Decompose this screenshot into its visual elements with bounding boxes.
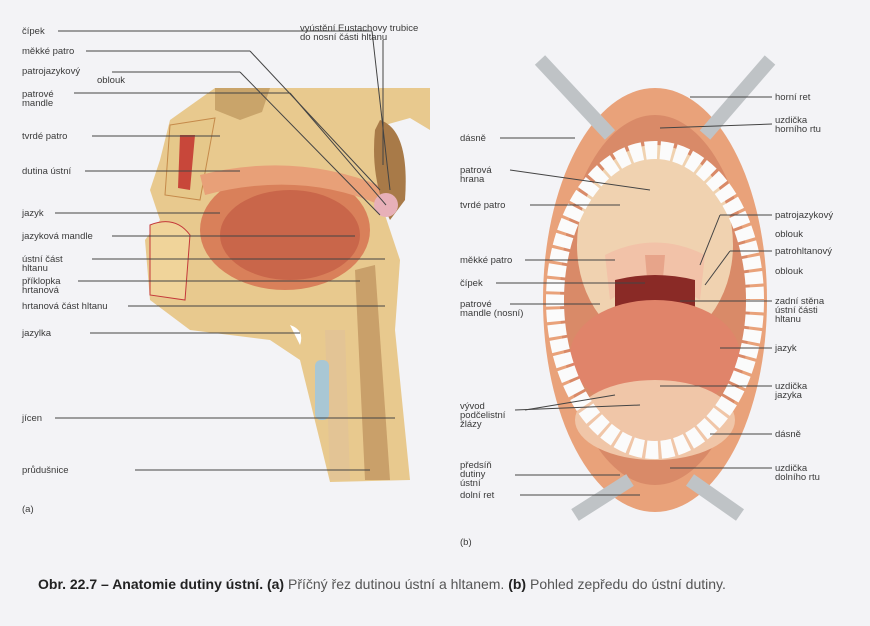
label-mekke-patro: měkké patro — [22, 46, 75, 57]
label-jazyk-b: jazyk — [775, 343, 797, 354]
panel-b-leader-lines — [496, 96, 773, 496]
label-cipek-b: čípek — [460, 278, 483, 289]
figure-caption: Obr. 22.7 – Anatomie dutiny ústní. (a) P… — [38, 574, 726, 595]
label-horni-ret: horní ret — [775, 92, 811, 103]
label-patrojazykovy: patrojazykový — [22, 66, 81, 77]
label-vyvod-podcelistni-zlazy: vývod podčelistní žlázy — [460, 401, 506, 430]
label-oblouk: oblouk — [97, 75, 125, 86]
label-dolni-ret: dolní ret — [460, 490, 495, 501]
label-uzdicka-horniho-rtu: uzdička horního rtu — [775, 115, 821, 135]
label-jazylka: jazylka — [22, 328, 52, 339]
label-prudusnice: průdušnice — [22, 465, 69, 476]
label-jazykova-mandle: jazyková mandle — [22, 231, 93, 242]
label-priklopka-hrtanova: příklopka hrtanová — [22, 276, 61, 296]
label-mekke-patro-b: měkké patro — [460, 255, 513, 266]
label-patrove-mandle: patrové mandle — [22, 89, 54, 109]
caption-text-a: Příčný řez dutinou ústní a hltanem. — [284, 576, 505, 592]
panel-b-id: (b) — [460, 537, 472, 548]
label-zadni-stena: zadní stěna ústní části hltanu — [775, 296, 825, 325]
label-patrojazykovy-b: patrojazykový — [775, 210, 834, 221]
label-patrohltanovy: patrohltanový — [775, 246, 833, 257]
label-patrova-hrana: patrová hrana — [460, 165, 492, 185]
label-cipek: čípek — [22, 26, 45, 37]
label-predsin-dutiny-ustni: předsíň dutiny ústní — [460, 460, 492, 489]
label-hrtanova-cast-hltanu: hrtanová část hltanu — [22, 301, 108, 312]
open-mouth-illustration — [534, 55, 776, 521]
label-dasne-right: dásně — [775, 429, 801, 440]
panel-a-id: (a) — [22, 504, 34, 515]
caption-text-b: Pohled zepředu do ústní dutiny. — [526, 576, 726, 592]
label-oblouk-b1: oblouk — [775, 229, 803, 240]
label-uzdicka-dolniho-rtu: uzdička dolního rtu — [775, 463, 820, 483]
label-tvrde-patro-b: tvrdé patro — [460, 200, 506, 211]
label-ustni-cast-hltanu: ústní část hltanu — [22, 254, 63, 274]
label-eustachova-trubice: vyústění Eustachovy trubice do nosní čás… — [300, 23, 419, 43]
label-patrove-mandle-nosni: patrové mandle (nosní) — [460, 299, 524, 319]
panel-a-leader-lines — [55, 30, 395, 471]
label-tvrde-patro: tvrdé patro — [22, 131, 68, 142]
label-jicen: jícen — [22, 413, 43, 424]
label-uzdicka-jazyka: uzdička jazyka — [775, 381, 808, 401]
label-oblouk-b2: oblouk — [775, 266, 803, 277]
label-dasne-left: dásně — [460, 133, 486, 144]
caption-title: Obr. 22.7 – Anatomie dutiny ústní. (a) — [38, 576, 285, 592]
label-dutina-ustni: dutina ústní — [22, 166, 72, 177]
sagittal-section-illustration — [145, 88, 430, 482]
label-jazyk: jazyk — [22, 208, 44, 219]
caption-b-marker: (b) — [508, 576, 527, 592]
